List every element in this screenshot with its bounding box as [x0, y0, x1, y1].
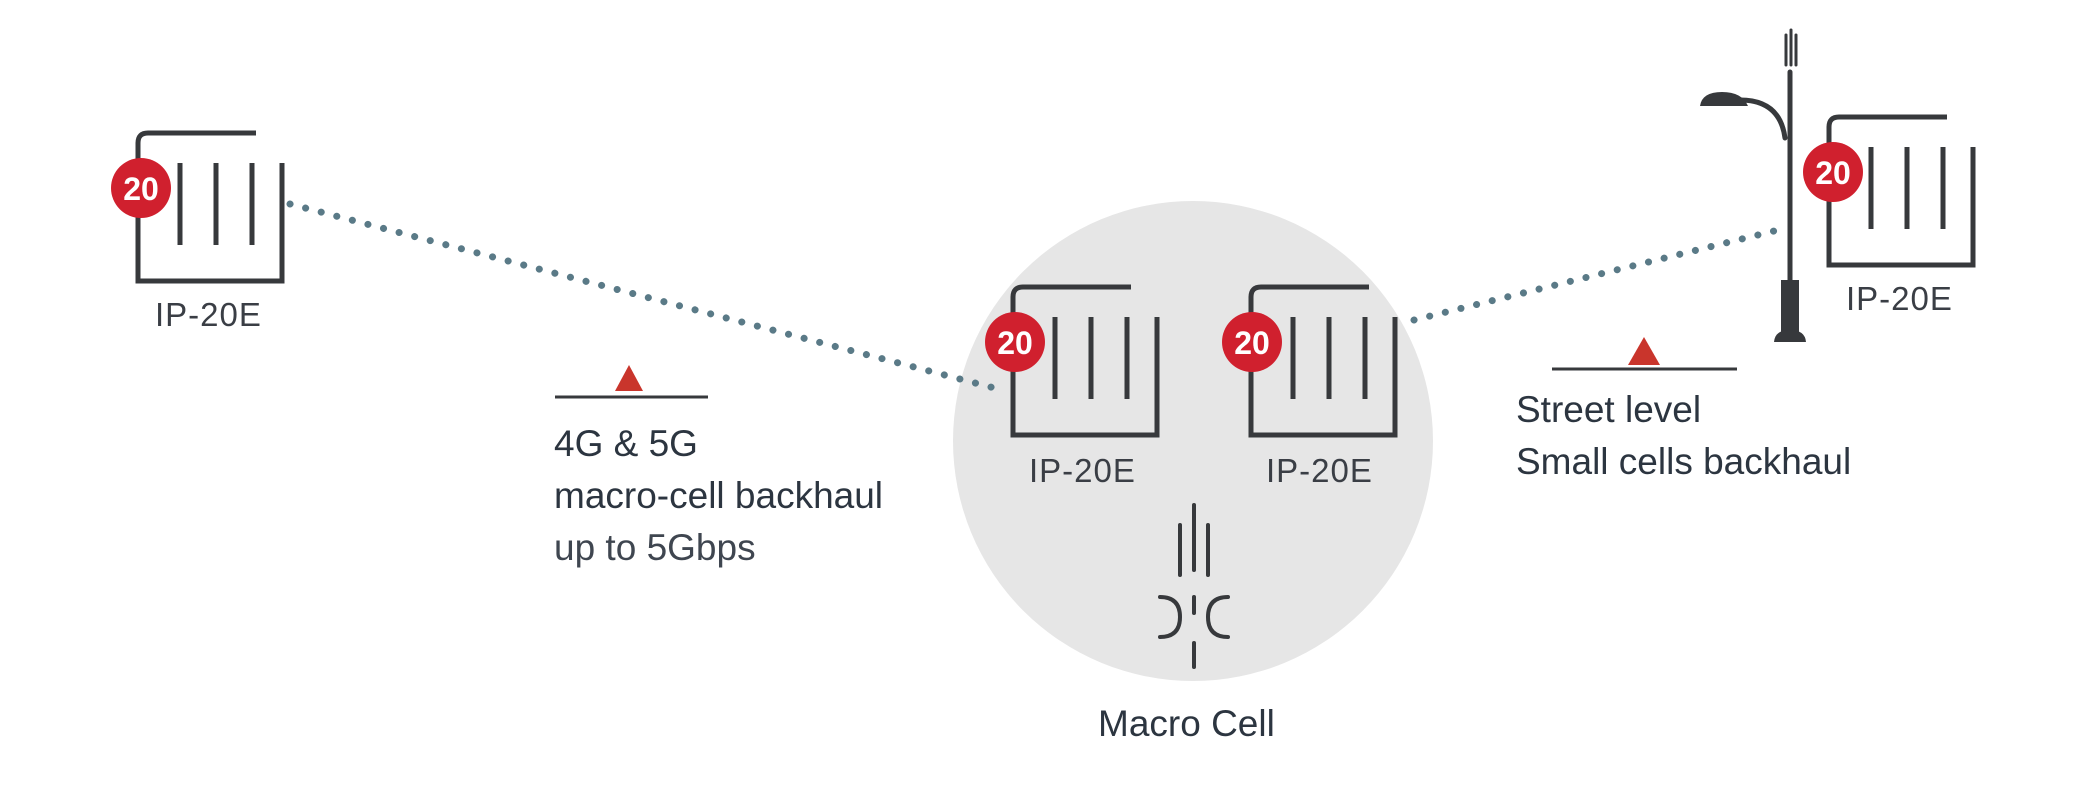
caption-line: 4G & 5G: [554, 423, 698, 464]
device-badge: 20: [1222, 312, 1282, 372]
svg-text:20: 20: [1815, 155, 1851, 191]
ip-20e-radio-icon: [1248, 284, 1398, 438]
caption-line: Small cells backhaul: [1516, 441, 1852, 482]
link-macro-to-street: [1410, 226, 1782, 324]
caption-line: up to 5Gbps: [554, 527, 756, 568]
macro-cell-area: [953, 201, 1433, 681]
warning-triangle-icon: [555, 365, 708, 399]
caption-line: macro-cell backhaul: [554, 475, 884, 516]
device-badge: 20: [985, 312, 1045, 372]
device-label-left: IP-20E: [155, 296, 262, 333]
street-backhaul-caption: Street level Small cells backhaul: [1516, 384, 1851, 488]
device-badge: 20: [111, 158, 171, 218]
link-left-to-macro: [286, 200, 1006, 394]
ip-20e-radio-icon: [1010, 284, 1160, 438]
warning-triangle-icon: [1552, 337, 1737, 371]
macro-cell-label: Macro Cell: [1098, 703, 1275, 744]
device-badge: 20: [1803, 142, 1863, 202]
svg-text:20: 20: [997, 325, 1033, 361]
device-label-center-b: IP-20E: [1266, 452, 1373, 489]
ip-20e-radio-icon: [135, 130, 285, 284]
macro-backhaul-caption: 4G & 5G macro-cell backhaul up to 5Gbps: [554, 418, 883, 574]
caption-line: Street level: [1516, 389, 1702, 430]
cell-tower-icon: [1158, 503, 1230, 669]
svg-text:20: 20: [123, 171, 159, 207]
device-label-right: IP-20E: [1846, 280, 1953, 317]
svg-text:20: 20: [1234, 325, 1270, 361]
device-label-center-a: IP-20E: [1029, 452, 1136, 489]
streetlight-icon: [1700, 28, 1806, 342]
ip-20e-radio-icon: [1826, 114, 1976, 268]
